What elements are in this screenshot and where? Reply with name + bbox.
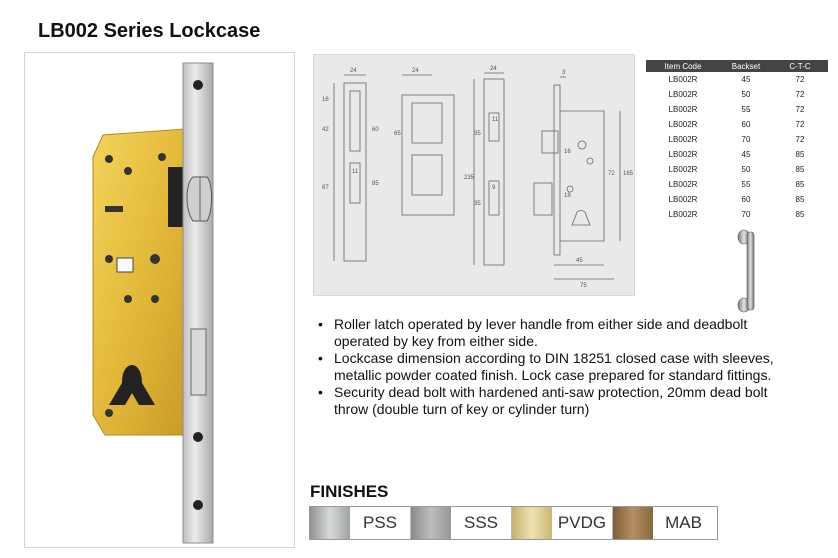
table-cell: 72	[795, 90, 805, 99]
dim-label: 42	[322, 127, 329, 133]
table-cell: 50	[741, 165, 751, 174]
table-row: LB002R 45 85	[646, 147, 828, 162]
finish-label: PSS	[350, 507, 411, 539]
list-item: Security dead bolt with hardened anti-sa…	[312, 384, 782, 418]
table-cell: 85	[795, 150, 805, 159]
finishes-heading: FINISHES	[310, 482, 389, 501]
table-cell: 72	[795, 105, 805, 114]
dim-label: 235	[464, 175, 475, 181]
table-row: LB002R 70 72	[646, 132, 828, 147]
list-item: Lockcase dimension according to DIN 1825…	[312, 350, 782, 384]
technical-drawing: 24 24 24 3 16 42 60 65 235 85 87 11 11 3…	[313, 54, 635, 296]
dim-label: 35	[474, 201, 481, 207]
dim-label: 87	[322, 185, 329, 191]
table-row: LB002R 55 85	[646, 177, 828, 192]
column-header: Item Code	[646, 60, 720, 72]
dim-label: 3	[562, 70, 566, 76]
table-cell: LB002R	[668, 75, 698, 84]
dim-label: 9	[492, 185, 496, 191]
finish-label: SSS	[451, 507, 512, 539]
finish-swatch	[512, 507, 552, 539]
table-cell: 45	[741, 75, 751, 84]
table-cell: 55	[741, 105, 751, 114]
table-cell: 70	[741, 210, 751, 219]
finish-label: PVDG	[552, 507, 613, 539]
spec-table-header: Item Code Backset C-T-C	[646, 60, 828, 72]
table-cell: 60	[741, 120, 751, 129]
table-row: LB002R 60 85	[646, 192, 828, 207]
table-cell: 85	[795, 165, 805, 174]
table-row: LB002R 50 72	[646, 87, 828, 102]
table-cell: LB002R	[668, 105, 698, 114]
dim-label: 11	[492, 117, 499, 123]
dimension-drawing: 24 24 24 3 16 42 60 65 235 85 87 11 11 3…	[322, 66, 634, 289]
table-row: LB002R 70 85	[646, 207, 828, 222]
table-cell: 45	[741, 150, 751, 159]
dim-label: 16	[564, 149, 571, 155]
dim-label: 60	[372, 127, 379, 133]
dim-label: 18	[564, 193, 571, 199]
table-cell: LB002R	[668, 135, 698, 144]
dim-label: 24	[490, 66, 497, 72]
page-title: LB002 Series Lockcase	[38, 20, 261, 42]
dim-label: 24	[350, 68, 357, 74]
table-cell: LB002R	[668, 180, 698, 189]
dim-label: 72	[608, 171, 615, 177]
dim-label: 45	[576, 258, 583, 264]
finish-swatch	[310, 507, 350, 539]
dim-label: 165	[623, 171, 634, 177]
table-row: LB002R 60 72	[646, 117, 828, 132]
table-cell: LB002R	[668, 165, 698, 174]
dim-label: 65	[394, 131, 401, 137]
finishes-bar: PSS SSS PVDG MAB	[309, 506, 718, 540]
table-cell: 60	[741, 195, 751, 204]
table-row: LB002R 50 85	[646, 162, 828, 177]
table-cell: 72	[795, 75, 805, 84]
table-cell: LB002R	[668, 90, 698, 99]
table-cell: 85	[795, 195, 805, 204]
finish-swatch	[411, 507, 451, 539]
table-cell: LB002R	[668, 120, 698, 129]
table-cell: 85	[795, 180, 805, 189]
table-cell: 50	[741, 90, 751, 99]
dim-label: 24	[412, 68, 419, 74]
finish-swatch	[613, 507, 653, 539]
dim-label: 75	[580, 283, 587, 289]
table-cell: LB002R	[668, 195, 698, 204]
spec-table: Item Code Backset C-T-C LB002R 45 72 LB002…	[646, 60, 828, 222]
list-item: Roller latch operated by lever handle fr…	[312, 316, 782, 350]
lever-handle-illustration	[737, 229, 755, 313]
handle-image	[736, 228, 760, 314]
table-cell: 85	[795, 210, 805, 219]
feature-list: Roller latch operated by lever handle fr…	[312, 316, 782, 418]
dim-label: 85	[372, 181, 379, 187]
dim-label: 35	[474, 131, 481, 137]
lockcase-illustration	[92, 62, 214, 544]
table-cell: 70	[741, 135, 751, 144]
table-cell: LB002R	[668, 210, 698, 219]
finish-label: MAB	[653, 507, 714, 539]
table-cell: 55	[741, 180, 751, 189]
column-header: C-T-C	[772, 60, 828, 72]
dim-label: 16	[322, 97, 329, 103]
table-cell: 72	[795, 135, 805, 144]
table-row: LB002R 45 72	[646, 72, 828, 87]
product-photo	[24, 52, 295, 548]
table-cell: LB002R	[668, 150, 698, 159]
table-cell: 72	[795, 120, 805, 129]
column-header: Backset	[720, 60, 772, 72]
dim-label: 11	[352, 169, 359, 175]
table-row: LB002R 55 72	[646, 102, 828, 117]
